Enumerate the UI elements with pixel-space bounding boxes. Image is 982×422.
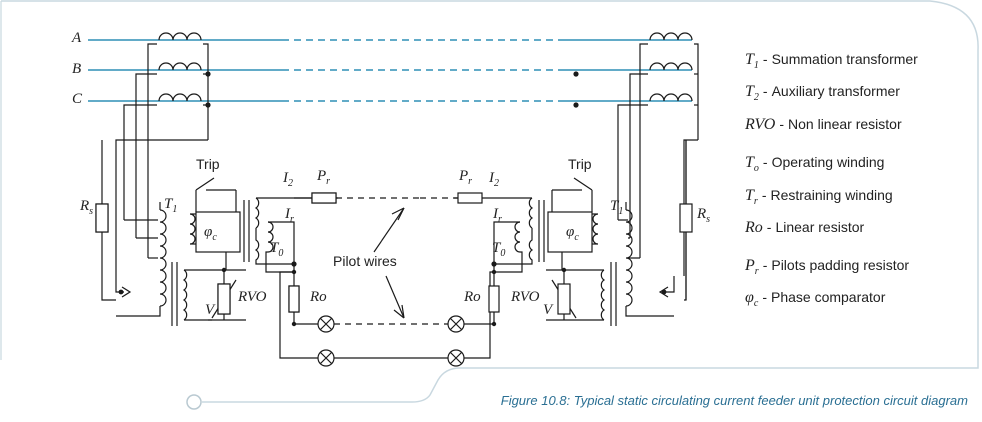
ro-label-left: Ro — [310, 289, 327, 305]
pilot-wires-label: Pilot wires — [333, 253, 397, 269]
pr-resistor-left — [311, 192, 337, 204]
junction-dots — [118, 71, 667, 327]
phase-label-c: C — [72, 91, 83, 107]
frame-knob — [186, 394, 202, 410]
rs-label-right: Rs — [697, 206, 711, 225]
trip-label-right: Trip — [568, 156, 592, 172]
t1-label-right: T1 — [610, 198, 624, 217]
pilot-arrow-down — [385, 275, 405, 319]
ir-label-right: Ir — [493, 206, 502, 225]
phase-comparator-right: φc — [566, 224, 579, 243]
legend-item-pr: Pr-Pilots padding resistor — [745, 257, 910, 277]
ro-resistor-left — [288, 285, 300, 313]
rvo-label-left: RVO — [238, 289, 267, 305]
current-transformers-left — [115, 32, 209, 276]
phase-lines — [88, 39, 692, 102]
t1-label-left: T1 — [164, 196, 178, 215]
v-label-right: V — [543, 302, 553, 318]
pr-resistor-right — [457, 192, 483, 204]
i2-label-right: I2 — [489, 170, 499, 189]
rvo-label-right: RVO — [511, 289, 540, 305]
legend-item-ro: Ro-Linear resistor — [745, 219, 865, 236]
legend-item-t2: T2-Auxiliary transformer — [745, 83, 900, 103]
page-frame — [1, 0, 979, 403]
ir-label-left: Ir — [285, 206, 294, 225]
i2-label-left: I2 — [283, 170, 293, 189]
legend-item-rvo: RVO-Non linear resistor — [745, 116, 902, 133]
pr-label-right: Pr — [459, 168, 473, 187]
phase-label-a: A — [72, 30, 82, 46]
t0-label-right: T0 — [492, 240, 506, 259]
phase-comparator-left: φc — [204, 224, 217, 243]
ro-label-right: Ro — [464, 289, 481, 305]
figure-caption: Figure 10.8: Typical static circulating … — [500, 393, 968, 408]
pr-label-left: Pr — [317, 168, 331, 187]
phase-label-b: B — [72, 61, 82, 77]
rvo-left — [217, 283, 231, 315]
legend-item-phi: φc-Phase comparator — [745, 289, 886, 309]
ro-resistor-right — [488, 285, 500, 313]
legend-item-to: To-Operating winding — [745, 154, 885, 174]
rs-resistor-left — [95, 203, 109, 233]
trip-label-left: Trip — [196, 156, 220, 172]
legend-item-t1: T1-Summation transformer — [745, 51, 918, 71]
pilot-arrow-up — [373, 207, 405, 253]
legend-item-tr: Tr-Restraining winding — [745, 187, 893, 207]
rvo-right — [557, 283, 571, 315]
t0-label-left: T0 — [270, 240, 284, 259]
v-label-left: V — [205, 302, 215, 318]
rs-label-left: Rs — [80, 198, 94, 217]
rs-resistor-right — [679, 203, 693, 233]
